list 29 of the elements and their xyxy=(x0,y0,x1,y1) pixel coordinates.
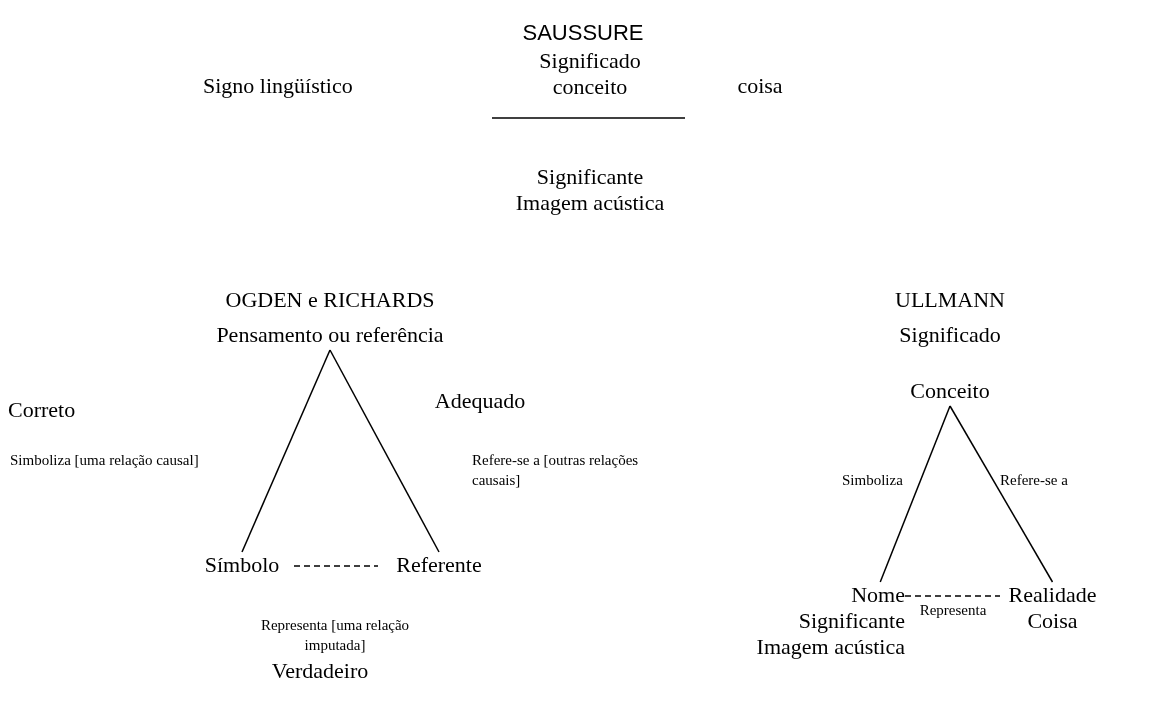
dashed-line xyxy=(904,595,1001,597)
concept-label: Pensamento ou referência xyxy=(180,322,480,348)
edge-label: Refere-se a xyxy=(1000,471,1069,490)
title: SAUSSURE xyxy=(521,20,645,46)
triangle-side-line xyxy=(949,405,1054,583)
judgement-label: Verdadeiro xyxy=(270,658,370,684)
concept-label: Significado xyxy=(898,322,1002,348)
concept-label: Nome Significante Imagem acústica xyxy=(740,582,905,660)
section-heading: OGDEN e RICHARDS xyxy=(224,287,436,313)
term-label: coisa xyxy=(736,73,784,99)
concept-label: Realidade Coisa xyxy=(1000,582,1105,634)
dashed-line xyxy=(293,565,379,567)
judgement-label: Adequado xyxy=(433,388,527,414)
signifier-label: Significante Imagem acústica xyxy=(514,164,666,216)
judgement-label: Correto xyxy=(8,397,77,423)
concept-label: Conceito xyxy=(909,378,991,404)
edge-label: Simboliza xyxy=(842,471,904,490)
concept-label: Referente xyxy=(378,552,500,578)
edge-label: Representa xyxy=(918,601,988,620)
triangle-side-line xyxy=(879,405,951,583)
triangle-side-line xyxy=(329,349,440,553)
edge-label: Simboliza [uma relação causal] xyxy=(10,451,200,470)
edge-label: Refere-se a [outras relações causais] xyxy=(472,451,640,490)
term-label: Signo lingüístico xyxy=(203,73,354,99)
section-heading: ULLMANN xyxy=(894,287,1006,313)
triangle-side-line xyxy=(241,349,331,553)
signified-label: Significado conceito xyxy=(538,48,642,100)
edge-label: Representa [uma relação imputada] xyxy=(259,616,411,655)
concept-label: Símbolo xyxy=(190,552,294,578)
